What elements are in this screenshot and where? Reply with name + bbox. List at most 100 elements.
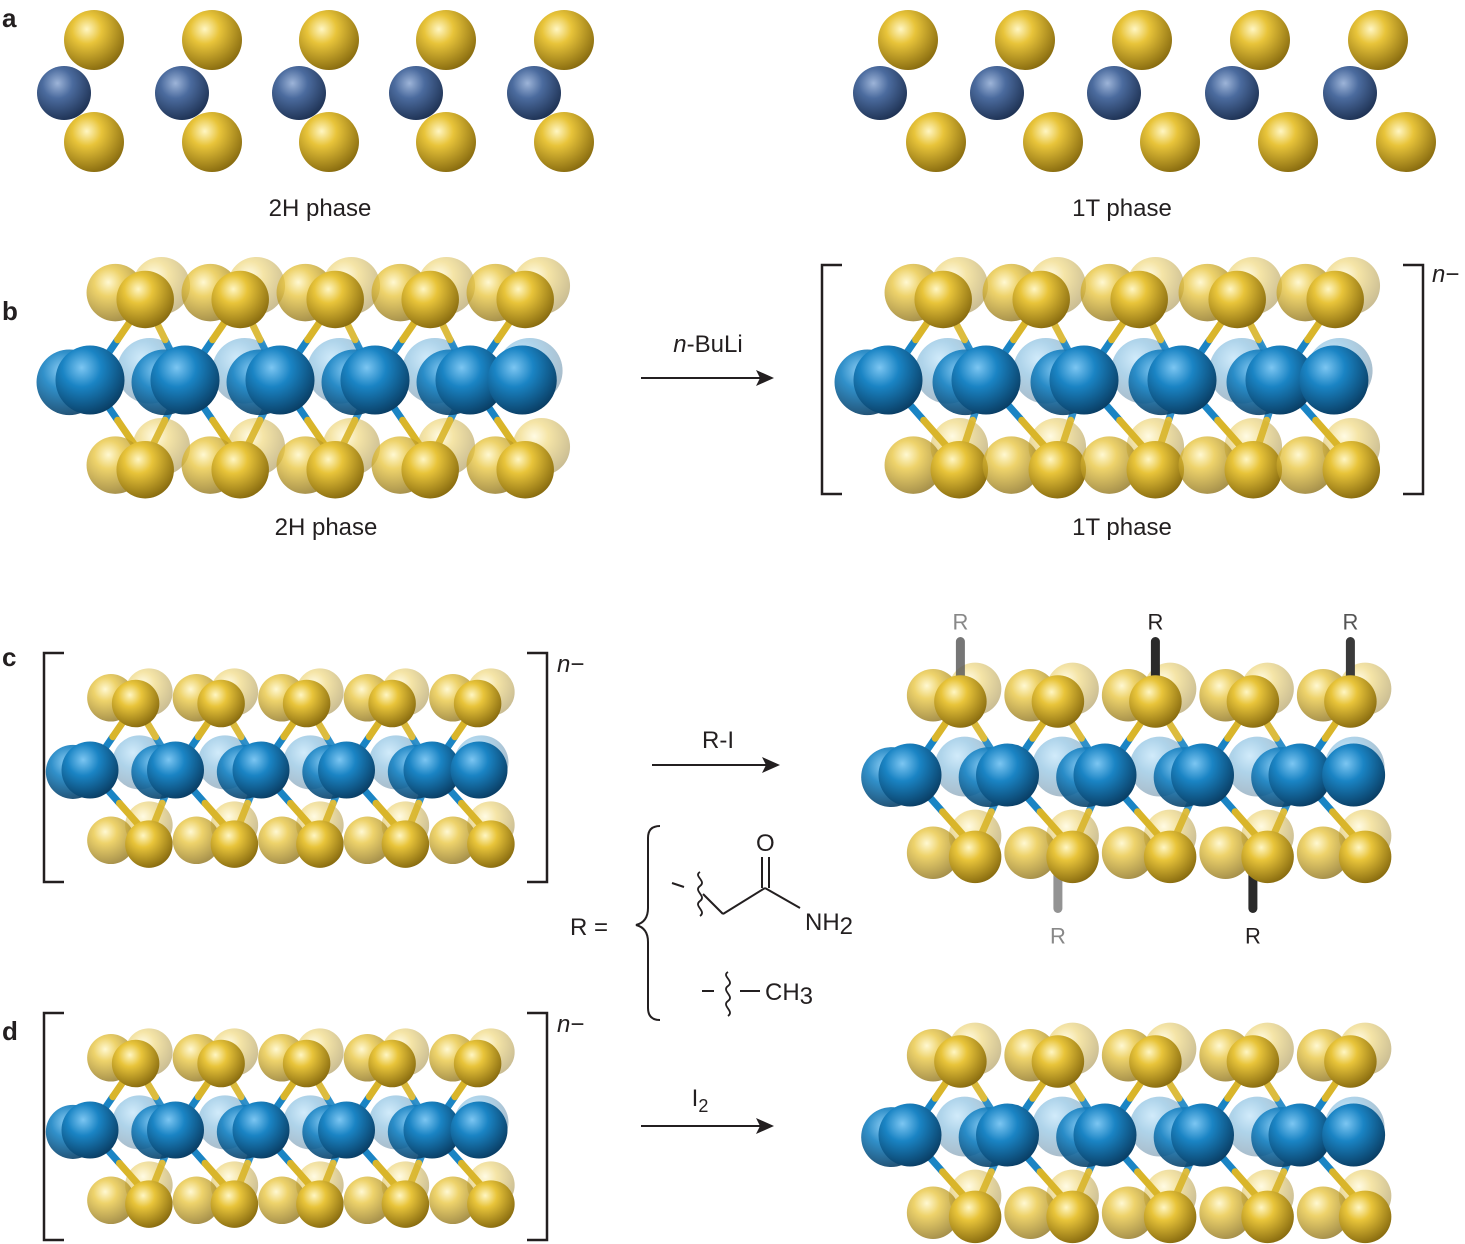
sulfur-atom: [934, 1035, 987, 1088]
panel-a-2h-caption: 2H phase: [269, 195, 372, 222]
molybdenum-atom: [62, 1102, 119, 1159]
molybdenum-atom: [37, 66, 91, 120]
sulfur-atom: [211, 1180, 259, 1228]
panel-c-letter: c: [2, 642, 16, 672]
sulfur-atom: [467, 1180, 515, 1228]
molybdenum-atom: [1171, 744, 1234, 807]
sulfur-atom: [1339, 831, 1392, 884]
sulfur-atom: [931, 441, 989, 499]
sulfur-atom: [368, 1040, 416, 1088]
sulfur-atom: [1129, 1035, 1182, 1088]
sulfur-atom: [1110, 271, 1168, 329]
sulfur-atom: [296, 1180, 344, 1228]
molybdenum-atom: [1299, 346, 1368, 415]
sulfur-atom: [1339, 1191, 1392, 1244]
molybdenum-atom: [151, 346, 220, 415]
sulfur-atom: [1324, 1035, 1377, 1088]
sulfur-atom: [1144, 1191, 1197, 1244]
molybdenum-atom: [1074, 744, 1137, 807]
molybdenum-atom: [507, 66, 561, 120]
sulfur-atom: [197, 1040, 245, 1088]
methyl-ch3-label: CH3: [765, 979, 813, 1010]
sulfur-atom: [401, 271, 459, 329]
sulfur-atom: [299, 112, 359, 172]
sulfur-atom: [906, 112, 966, 172]
sulfur-atom: [1324, 675, 1377, 728]
sulfur-atom: [1023, 112, 1083, 172]
molybdenum-atom: [246, 346, 315, 415]
sulfur-atom: [1225, 441, 1283, 499]
unit-cell: [1323, 10, 1436, 172]
sulfur-atom: [454, 1040, 502, 1088]
unit-cell: [1205, 10, 1318, 172]
sulfur-atom: [1258, 112, 1318, 172]
sulfur-atom: [1112, 10, 1172, 70]
panel-d-reagent: I2: [692, 1085, 709, 1116]
panel-a-2h-unit-cells: [37, 10, 594, 172]
panel-b-charge: n−: [1432, 261, 1459, 288]
panel-c-reagent: R-I: [702, 727, 734, 754]
r-group-label: R: [952, 610, 968, 635]
molybdenum-atom: [1148, 346, 1217, 415]
panel-b-bracket-right: [1403, 265, 1423, 494]
sulfur-atom: [125, 820, 173, 868]
sulfur-atom: [878, 10, 938, 70]
molybdenum-atom: [318, 1102, 375, 1159]
molybdenum-atom: [1205, 66, 1259, 120]
unit-cell: [37, 10, 124, 172]
sulfur-atom: [1241, 1191, 1294, 1244]
sulfur-atom: [534, 10, 594, 70]
panel-c-1t-slab-reactant: [46, 668, 515, 868]
sulfur-atom: [1230, 10, 1290, 70]
sulfur-atom: [534, 112, 594, 172]
sulfur-atom: [995, 10, 1055, 70]
molybdenum-atom: [1269, 744, 1332, 807]
panel-b-reagent: n-BuLi: [673, 331, 742, 358]
acetamide-nh2-label: NH2: [805, 909, 853, 940]
molybdenum-atom: [147, 1102, 204, 1159]
r-group-label: R: [1050, 924, 1066, 949]
molybdenum-atom: [389, 66, 443, 120]
molybdenum-atom: [56, 346, 125, 415]
sulfur-atom: [1032, 1035, 1085, 1088]
sulfur-atom: [182, 112, 242, 172]
molybdenum-atom: [1322, 1104, 1385, 1167]
panel-b-2h-caption: 2H phase: [275, 514, 378, 541]
sulfur-atom: [934, 675, 987, 728]
acetamide-group-structure: [672, 857, 800, 916]
unit-cell: [507, 10, 594, 172]
molybdenum-atom: [155, 66, 209, 120]
sulfur-atom: [1032, 675, 1085, 728]
molybdenum-atom: [976, 1104, 1039, 1167]
molybdenum-atom: [233, 1102, 290, 1159]
sulfur-atom: [496, 271, 554, 329]
unit-cell: [853, 10, 966, 172]
r-group-label: R: [1245, 924, 1261, 949]
sulfur-atom: [1144, 831, 1197, 884]
sulfur-atom: [64, 112, 124, 172]
unit-cell: [389, 10, 476, 172]
molybdenum-atom: [341, 346, 410, 415]
unit-cell: [155, 10, 242, 172]
sulfur-atom: [1306, 271, 1364, 329]
sulfur-atom: [299, 10, 359, 70]
sulfur-atom: [1227, 1035, 1280, 1088]
sulfur-atom: [1208, 271, 1266, 329]
unit-cell: [272, 10, 359, 172]
sulfur-atom: [1129, 675, 1182, 728]
acetamide-oxygen-label: O: [756, 830, 775, 857]
panel-c-charge: n−: [557, 651, 584, 678]
sulfur-atom: [1046, 831, 1099, 884]
molybdenum-atom: [1171, 1104, 1234, 1167]
sulfur-atom: [64, 10, 124, 70]
sulfur-atom: [116, 271, 174, 329]
sulfur-atom: [949, 831, 1002, 884]
panel-b-letter: b: [2, 296, 18, 326]
panel-d-letter: d: [2, 1016, 18, 1046]
sulfur-atom: [401, 441, 459, 499]
panel-c-arrow: [652, 757, 780, 773]
sulfur-atom: [116, 441, 174, 499]
sulfur-atom: [112, 1040, 160, 1088]
sulfur-atom: [283, 1040, 331, 1088]
